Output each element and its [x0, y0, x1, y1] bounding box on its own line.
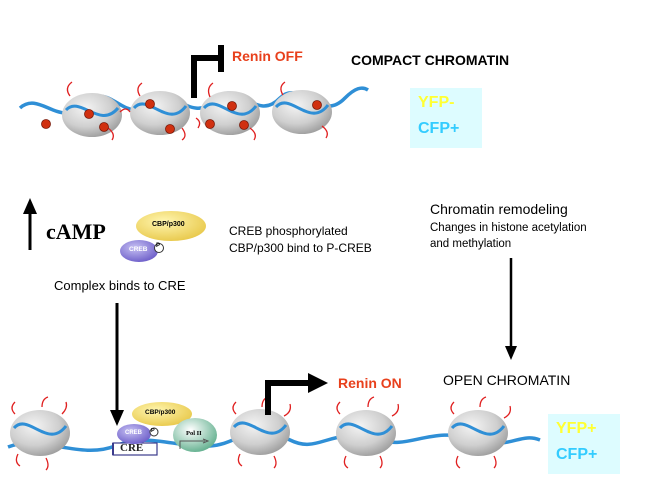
histone-tails-top	[66, 81, 328, 141]
creb-phosphorylated-text: CREB phosphorylated	[229, 224, 348, 238]
phospho-label-middle: P	[156, 243, 161, 249]
creb-label-middle: CREB	[129, 246, 148, 253]
cbp-p300-protein-bottom	[132, 402, 192, 426]
complex-binds-cre-text: Complex binds to CRE	[54, 278, 186, 293]
reporter-box-bottom: YFP+ CFP+	[548, 414, 620, 474]
yfp-negative-label: YFP-	[418, 94, 455, 111]
camp-up-arrow	[23, 198, 37, 250]
cfp-positive-label-bottom: CFP+	[556, 446, 598, 463]
cbp-label-middle: CBP/p300	[152, 221, 185, 228]
open-chromatin-label: OPEN CHROMATIN	[443, 372, 571, 388]
phosphate-icon-bottom	[149, 427, 159, 437]
cbp-label-bottom: CBP/p300	[145, 409, 176, 416]
nucleosome-bottom-3	[336, 410, 396, 456]
cbp-binds-text: CBP/p300 bind to P-CREB	[229, 241, 372, 255]
histone-changes-text-1: Changes in histone acetylation	[430, 222, 587, 234]
camp-label: cAMP	[46, 219, 106, 244]
creb-protein-bottom	[117, 424, 151, 444]
complex-to-cre-arrow	[110, 303, 124, 426]
renin-on-label: Renin ON	[338, 375, 402, 391]
cbp-creb-complex-middle	[120, 211, 206, 262]
nucleosome-top-2	[130, 91, 190, 135]
reporter-box-top: YFP- CFP+	[410, 88, 482, 148]
compact-chromatin-fiber	[18, 81, 369, 141]
cre-element	[112, 442, 158, 456]
cbp-p300-protein	[136, 211, 206, 241]
renin-on-promoter-arrow-icon	[265, 373, 328, 415]
renin-off-label: Renin OFF	[232, 48, 303, 64]
remodeling-to-open-arrow	[505, 258, 517, 360]
creb-protein	[120, 240, 158, 262]
methylation-marks-top	[41, 99, 322, 134]
chromatin-remodeling-title: Chromatin remodeling	[430, 201, 568, 217]
cbp-creb-pol-complex-bottom	[117, 402, 217, 452]
open-chromatin-fiber	[7, 396, 541, 471]
pol-ii-protein	[173, 418, 217, 452]
nucleosome-bottom-2	[230, 409, 290, 455]
nucleosome-bottom-4	[448, 410, 508, 456]
phosphate-icon	[154, 243, 164, 253]
histone-changes-text-2: and methylation	[430, 238, 512, 250]
cre-label: CRE	[120, 442, 144, 454]
phospho-label-bottom: P	[151, 428, 155, 434]
pol-ii-label: Pol II	[186, 430, 202, 437]
renin-off-blocked-promoter-icon	[191, 45, 224, 98]
cfp-positive-label-top: CFP+	[418, 120, 460, 137]
nucleosome-bottom-1	[10, 410, 70, 456]
creb-label-bottom: CREB	[125, 430, 143, 436]
compact-chromatin-label: COMPACT CHROMATIN	[351, 52, 510, 68]
yfp-positive-label: YFP+	[556, 420, 597, 437]
histone-tails-bottom	[11, 396, 512, 471]
